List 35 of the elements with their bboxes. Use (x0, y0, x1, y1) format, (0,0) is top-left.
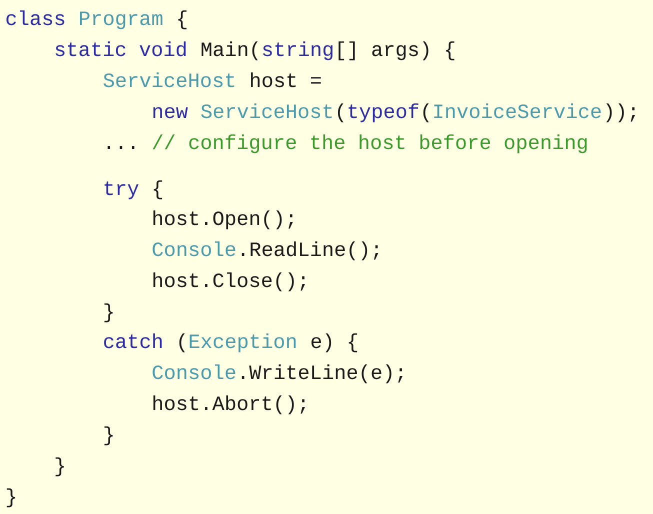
code-text: )); (606, 103, 636, 122)
code-text: host.Abort(); (153, 395, 305, 414)
code-text: [] args) { (338, 41, 454, 60)
code-comment: // configure the host before opening (152, 134, 587, 154)
code-keyword: static void (56, 41, 186, 56)
code-text: .WriteLine(e); (242, 364, 403, 384)
code-text: { (178, 10, 186, 30)
code-text: ( (179, 333, 185, 352)
code-keyword: try (104, 182, 139, 200)
type-name: ServiceHost (201, 103, 332, 118)
code-text: ( (338, 103, 344, 122)
code-text: } (104, 303, 113, 322)
type-name: InvoiceService (434, 103, 601, 118)
type-name: Console (152, 364, 236, 380)
type-name: Program (80, 12, 162, 30)
code-text: } (6, 488, 16, 508)
code-text: { (154, 180, 162, 200)
code-text: host = (251, 72, 321, 88)
code-text: e) { (312, 333, 358, 352)
type-name: Console (152, 241, 236, 256)
code-keyword: typeof (348, 103, 418, 122)
code-text: host.Open(); (153, 210, 293, 230)
code-text: } (104, 426, 113, 446)
code-text: ( (423, 103, 429, 122)
code-keyword: class (6, 10, 64, 26)
code-text: ... (108, 146, 134, 149)
code-keyword: new (153, 107, 188, 118)
type-name: ServiceHost (104, 72, 234, 88)
code-text: host.Close(); (153, 272, 305, 292)
type-name: Exception (190, 333, 296, 352)
code-text: Main( (202, 41, 258, 60)
code-keyword: string (263, 41, 332, 60)
code-keyword: catch (104, 333, 162, 348)
code-text: } (56, 457, 64, 476)
code-text: .ReadLine(); (242, 241, 378, 260)
